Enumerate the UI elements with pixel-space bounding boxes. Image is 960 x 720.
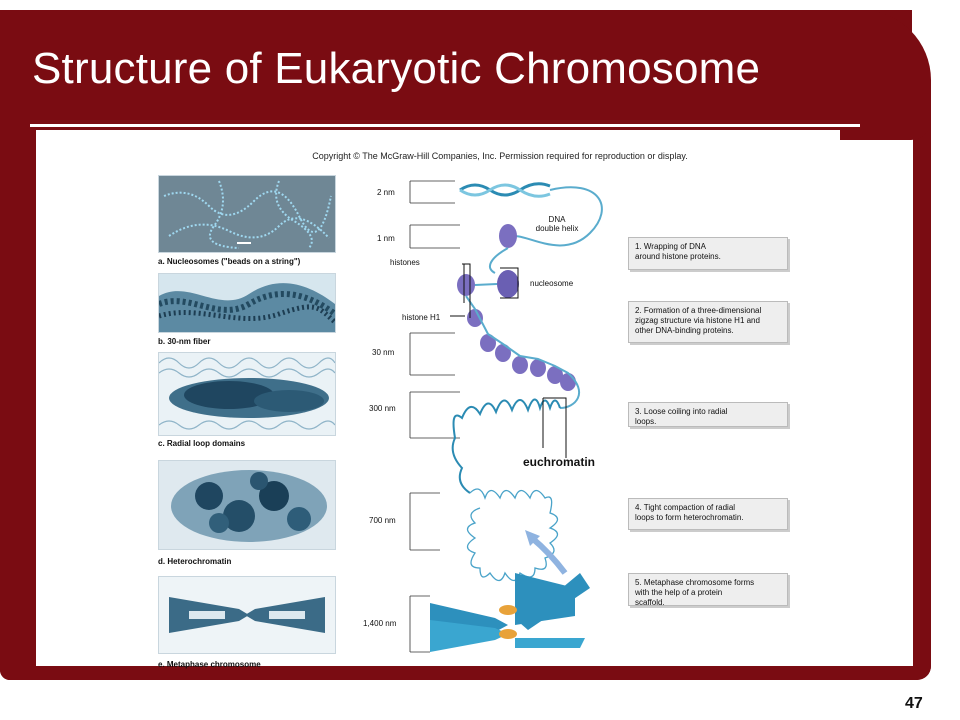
photo-label-radial-loop: c. Radial loop domains: [158, 439, 246, 448]
photo-label-nucleosomes: a. Nucleosomes ("beads on a string"): [158, 257, 301, 266]
dna-loop: [509, 186, 603, 247]
title-band: [0, 10, 912, 130]
step-3-box: 3. Loose coiling into radial loops.: [628, 402, 788, 427]
scale-label-30nm: 30 nm: [372, 348, 395, 357]
chromosome-structure-diagram: [409, 180, 603, 653]
heterochromatin-coil: [466, 488, 559, 582]
radial-loops: [451, 398, 561, 494]
copyright-notice: Copyright © The McGraw-Hill Companies, I…: [312, 151, 688, 161]
dna-double-helix-label: DNA double helix: [535, 215, 579, 233]
nucleosomes-micrograph: [158, 175, 336, 253]
30nm-fiber-micrograph: [158, 273, 336, 333]
metaphase-chromosome: [430, 573, 590, 652]
photo-label-metaphase: e. Metaphase chromosome: [158, 660, 261, 669]
metaphase-micrograph: [158, 576, 336, 654]
scale-label-1400nm: 1,400 nm: [363, 619, 397, 628]
photo-label-heterochromatin: d. Heterochromatin: [158, 557, 232, 566]
scale-label-2nm: 2 nm: [377, 188, 395, 197]
nucleosome-top: [499, 224, 517, 248]
step-5-box: 5. Metaphase chromosome forms with the h…: [628, 573, 788, 607]
radial-loop-micrograph: [158, 352, 336, 436]
histones-label: histones: [390, 258, 420, 267]
histone-h1-label: histone H1: [402, 313, 441, 322]
title-band-curve: [840, 10, 931, 140]
slide-frame-bottom: [0, 666, 931, 680]
step-2-box: 2. Formation of a three-dimensional zigz…: [628, 301, 788, 343]
histone-bead-1: [457, 274, 475, 296]
dna-strand-2: [459, 183, 551, 198]
nucleosome-main: [497, 270, 519, 298]
step-1-box: 1. Wrapping of DNA around histone protei…: [628, 237, 788, 270]
scale-label-1nm: 1 nm: [377, 234, 395, 243]
slide-title: Structure of Eukaryotic Chromosome: [32, 44, 761, 93]
scale-brackets: [409, 180, 460, 653]
photo-label-30nm-fiber: b. 30-nm fiber: [158, 337, 211, 346]
dna-strand-1: [459, 182, 551, 197]
page-number: 47: [905, 695, 923, 712]
euchromatin-label: euchromatin: [523, 455, 596, 469]
scale-label-300nm: 300 nm: [369, 404, 396, 413]
step-4-box: 4. Tight compaction of radial loops to f…: [628, 498, 788, 530]
heterochromatin-micrograph: [158, 460, 336, 550]
scale-label-700nm: 700 nm: [369, 516, 396, 525]
slide-frame-right: [913, 100, 931, 680]
nucleosome-label: nucleosome: [530, 279, 574, 288]
title-underline: [30, 124, 860, 127]
